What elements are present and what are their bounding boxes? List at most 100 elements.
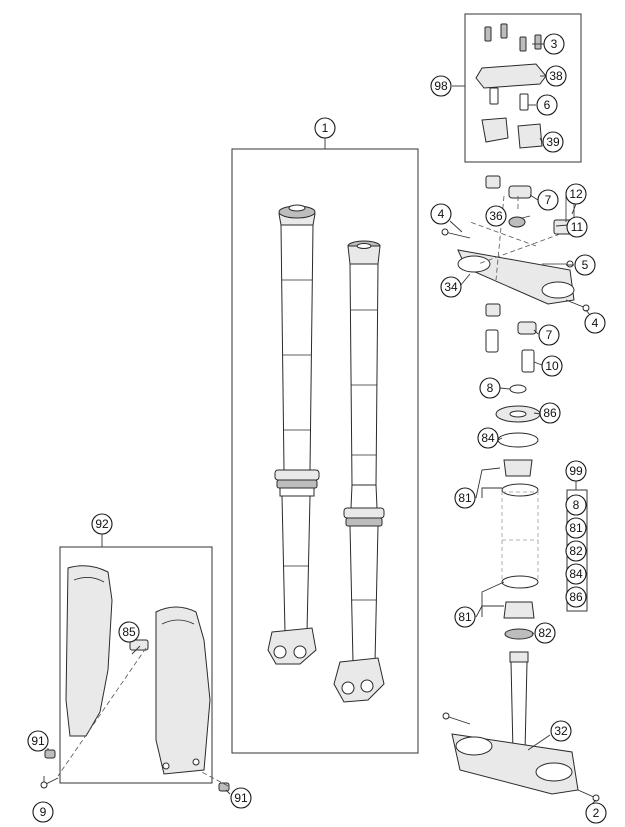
o-ring-8 xyxy=(509,384,527,394)
callout-7-top: 7 xyxy=(537,189,559,211)
callout-82: 82 xyxy=(534,622,556,644)
svg-text:12: 12 xyxy=(569,187,583,201)
svg-text:82: 82 xyxy=(569,544,583,558)
svg-text:3: 3 xyxy=(551,37,558,51)
svg-text:5: 5 xyxy=(582,258,589,272)
clamp-bolt-4-bottom xyxy=(565,299,590,312)
svg-text:38: 38 xyxy=(549,69,563,83)
svg-text:9: 9 xyxy=(40,805,47,819)
callout-8-kit: 8 xyxy=(565,494,587,516)
callout-38: 38 xyxy=(545,65,567,87)
callout-81-upper: 81 xyxy=(454,487,476,509)
handlebar-clamp-upper-38 xyxy=(475,63,547,89)
svg-text:8: 8 xyxy=(573,498,580,512)
callout-5: 5 xyxy=(574,254,596,276)
callout-98: 98 xyxy=(430,75,452,97)
svg-text:4: 4 xyxy=(438,207,445,221)
callout-3: 3 xyxy=(543,33,565,55)
svg-text:84: 84 xyxy=(569,567,583,581)
dust-seal-86 xyxy=(495,405,541,423)
svg-text:39: 39 xyxy=(546,135,560,149)
callout-36: 36 xyxy=(485,205,507,227)
clamp-sleeves-6 xyxy=(489,87,529,111)
svg-text:36: 36 xyxy=(489,209,503,223)
upper-triple-clamp-34 xyxy=(457,249,575,305)
svg-text:85: 85 xyxy=(122,625,136,639)
callout-91-right: 91 xyxy=(230,787,252,809)
dashed-assembly-lines xyxy=(57,195,561,787)
svg-text:81: 81 xyxy=(458,491,472,505)
callout-6: 6 xyxy=(536,94,558,116)
svg-text:7: 7 xyxy=(545,193,552,207)
callout-85: 85 xyxy=(118,621,140,643)
lower-bearing-81 xyxy=(503,601,535,619)
callout-81-kit: 81 xyxy=(565,517,587,539)
callout-4-bottom: 4 xyxy=(584,312,606,334)
frame-head-tube-ghost xyxy=(501,491,539,581)
svg-text:2: 2 xyxy=(593,806,600,820)
callout-82-kit: 82 xyxy=(565,540,587,562)
svg-text:86: 86 xyxy=(543,406,557,420)
callout-7-bottom: 7 xyxy=(538,324,560,346)
guard-clip-85 xyxy=(129,639,149,651)
svg-text:81: 81 xyxy=(569,521,583,535)
clamp-screws-3 xyxy=(484,23,542,52)
callout-4-top: 4 xyxy=(430,203,452,225)
handlebar-clamp-lower-39 xyxy=(481,117,543,149)
svg-text:34: 34 xyxy=(444,280,458,294)
bearing-cup-upper xyxy=(501,483,539,497)
fork-legs-frame xyxy=(231,148,419,754)
callout-8: 8 xyxy=(479,377,501,399)
nut-36 xyxy=(508,216,526,228)
seal-82 xyxy=(504,628,534,640)
clamp-bolt-4-top xyxy=(441,228,471,239)
callout-2: 2 xyxy=(585,802,607,824)
svg-text:6: 6 xyxy=(544,98,551,112)
guard-screw-91-left xyxy=(44,749,56,759)
svg-text:91: 91 xyxy=(234,791,248,805)
bearing-ring-84 xyxy=(497,432,539,448)
rubber-bushing-top xyxy=(485,175,501,189)
clamp-bolt-5 xyxy=(542,260,574,268)
callout-86: 86 xyxy=(539,402,561,424)
svg-text:92: 92 xyxy=(95,517,109,531)
svg-text:11: 11 xyxy=(571,220,584,234)
clamp-bolt-lower-left xyxy=(442,712,471,725)
callout-34: 34 xyxy=(440,276,462,298)
fork-guard-right xyxy=(155,606,211,775)
callout-91-left: 91 xyxy=(27,730,49,752)
callout-84: 84 xyxy=(477,427,499,449)
handlebar-clamp-frame xyxy=(464,13,582,163)
svg-text:8: 8 xyxy=(487,381,494,395)
callout-86-kit: 86 xyxy=(565,586,587,608)
svg-text:4: 4 xyxy=(592,316,599,330)
upper-bearing-81 xyxy=(503,459,533,477)
bearing-cup-lower xyxy=(501,575,539,589)
svg-text:10: 10 xyxy=(545,359,559,373)
callout-1: 1 xyxy=(314,117,336,139)
bushing-7-bottom xyxy=(517,321,537,335)
callout-32: 32 xyxy=(550,720,572,742)
fork-leg-right xyxy=(333,240,385,703)
svg-text:84: 84 xyxy=(481,431,495,445)
svg-text:98: 98 xyxy=(434,79,448,93)
callout-92: 92 xyxy=(91,513,113,535)
fork-leg-left xyxy=(267,204,320,665)
callout-81-lower: 81 xyxy=(454,606,476,628)
callout-84-kit: 84 xyxy=(565,563,587,585)
bushing-7-top xyxy=(508,185,532,199)
sleeves-10 xyxy=(485,329,535,373)
svg-text:86: 86 xyxy=(569,590,583,604)
rubber-bushing-bottom xyxy=(485,303,501,317)
callout-39: 39 xyxy=(542,131,564,153)
lower-triple-clamp-32 xyxy=(451,651,579,795)
svg-text:7: 7 xyxy=(546,328,553,342)
svg-text:1: 1 xyxy=(322,121,329,135)
svg-text:82: 82 xyxy=(538,626,552,640)
guard-screw-9 xyxy=(40,777,59,789)
svg-text:32: 32 xyxy=(554,724,568,738)
fork-guard-left xyxy=(65,565,113,737)
callout-11: 11 xyxy=(566,216,588,238)
clamp-bolt-2 xyxy=(577,789,600,802)
